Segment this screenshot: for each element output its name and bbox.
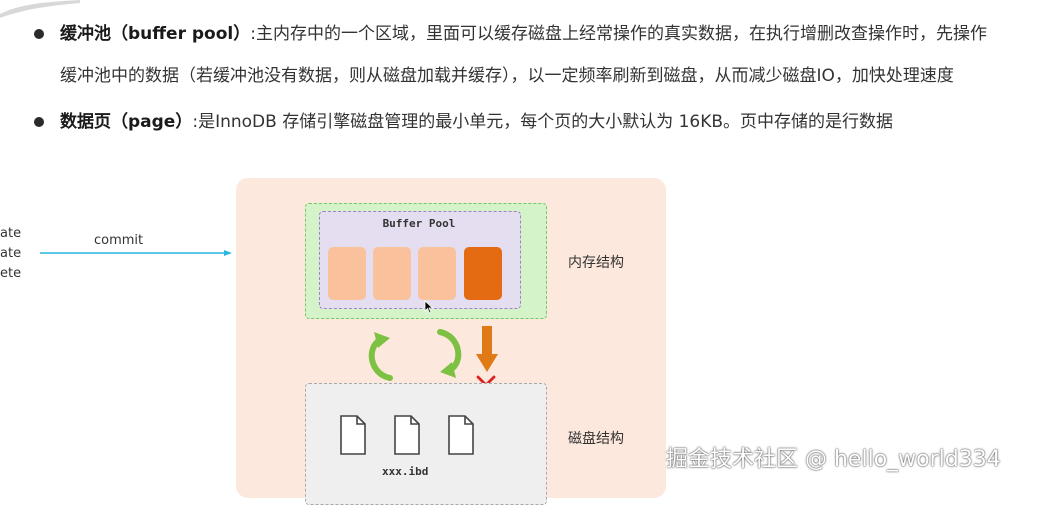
file-icon [394, 415, 420, 455]
commit-label: commit [94, 233, 144, 248]
mouse-cursor-icon [424, 300, 434, 314]
action-label: ate [0, 246, 22, 261]
disk-structure-label: 磁盘结构 [568, 431, 624, 447]
bullet-buffer-pool: 缓冲池（buffer pool）:主内存中的一个区域，里面可以缓存磁盘上经常操作… [34, 18, 1040, 92]
commit-arrow-icon [40, 250, 232, 256]
buffer-pool-title: Buffer Pool [382, 217, 456, 230]
buffer-page [328, 247, 366, 300]
buffer-page [373, 247, 411, 300]
bullet-list: 缓冲池（buffer pool）:主内存中的一个区域，里面可以缓存磁盘上经常操作… [34, 18, 1040, 138]
file-icon [448, 415, 474, 455]
watermark: 掘金技术社区 @ hello_world334 [666, 447, 1001, 472]
desc-buffer-pool-line1: :主内存中的一个区域，里面可以缓存磁盘上经常操作的真实数据，在执行增删改查操作时… [250, 24, 987, 44]
buffer-page-dirty [464, 247, 502, 300]
desc-buffer-pool-line2: 缓冲池中的数据（若缓冲池没有数据，则从磁盘加载并缓存），以一定频率刷新到磁盘，从… [60, 66, 954, 86]
file-name-label: xxx.ibd [382, 465, 429, 478]
file-icon [340, 415, 366, 455]
term-buffer-pool: 缓冲池（buffer pool） [60, 24, 251, 44]
decorative-swoosh [0, 0, 80, 18]
buffer-page [418, 247, 456, 300]
action-label: ate [0, 226, 22, 241]
curved-arrow-down-icon [437, 329, 462, 378]
curved-arrow-up-icon [368, 332, 393, 381]
bullet-page: 数据页（page）:是InnoDB 存储引擎磁盘管理的最小单元，每个页的大小默认… [34, 106, 1040, 138]
bullet-dot [34, 117, 44, 127]
action-label: ete [0, 266, 22, 281]
action-labels: ate ate ete [0, 224, 21, 284]
term-page: 数据页（page） [60, 112, 193, 132]
down-arrow-icon [476, 326, 498, 372]
desc-page: :是InnoDB 存储引擎磁盘管理的最小单元，每个页的大小默认为 16KB。页中… [192, 112, 894, 132]
bullet-dot [34, 29, 44, 39]
memory-structure-label: 内存结构 [568, 255, 624, 271]
